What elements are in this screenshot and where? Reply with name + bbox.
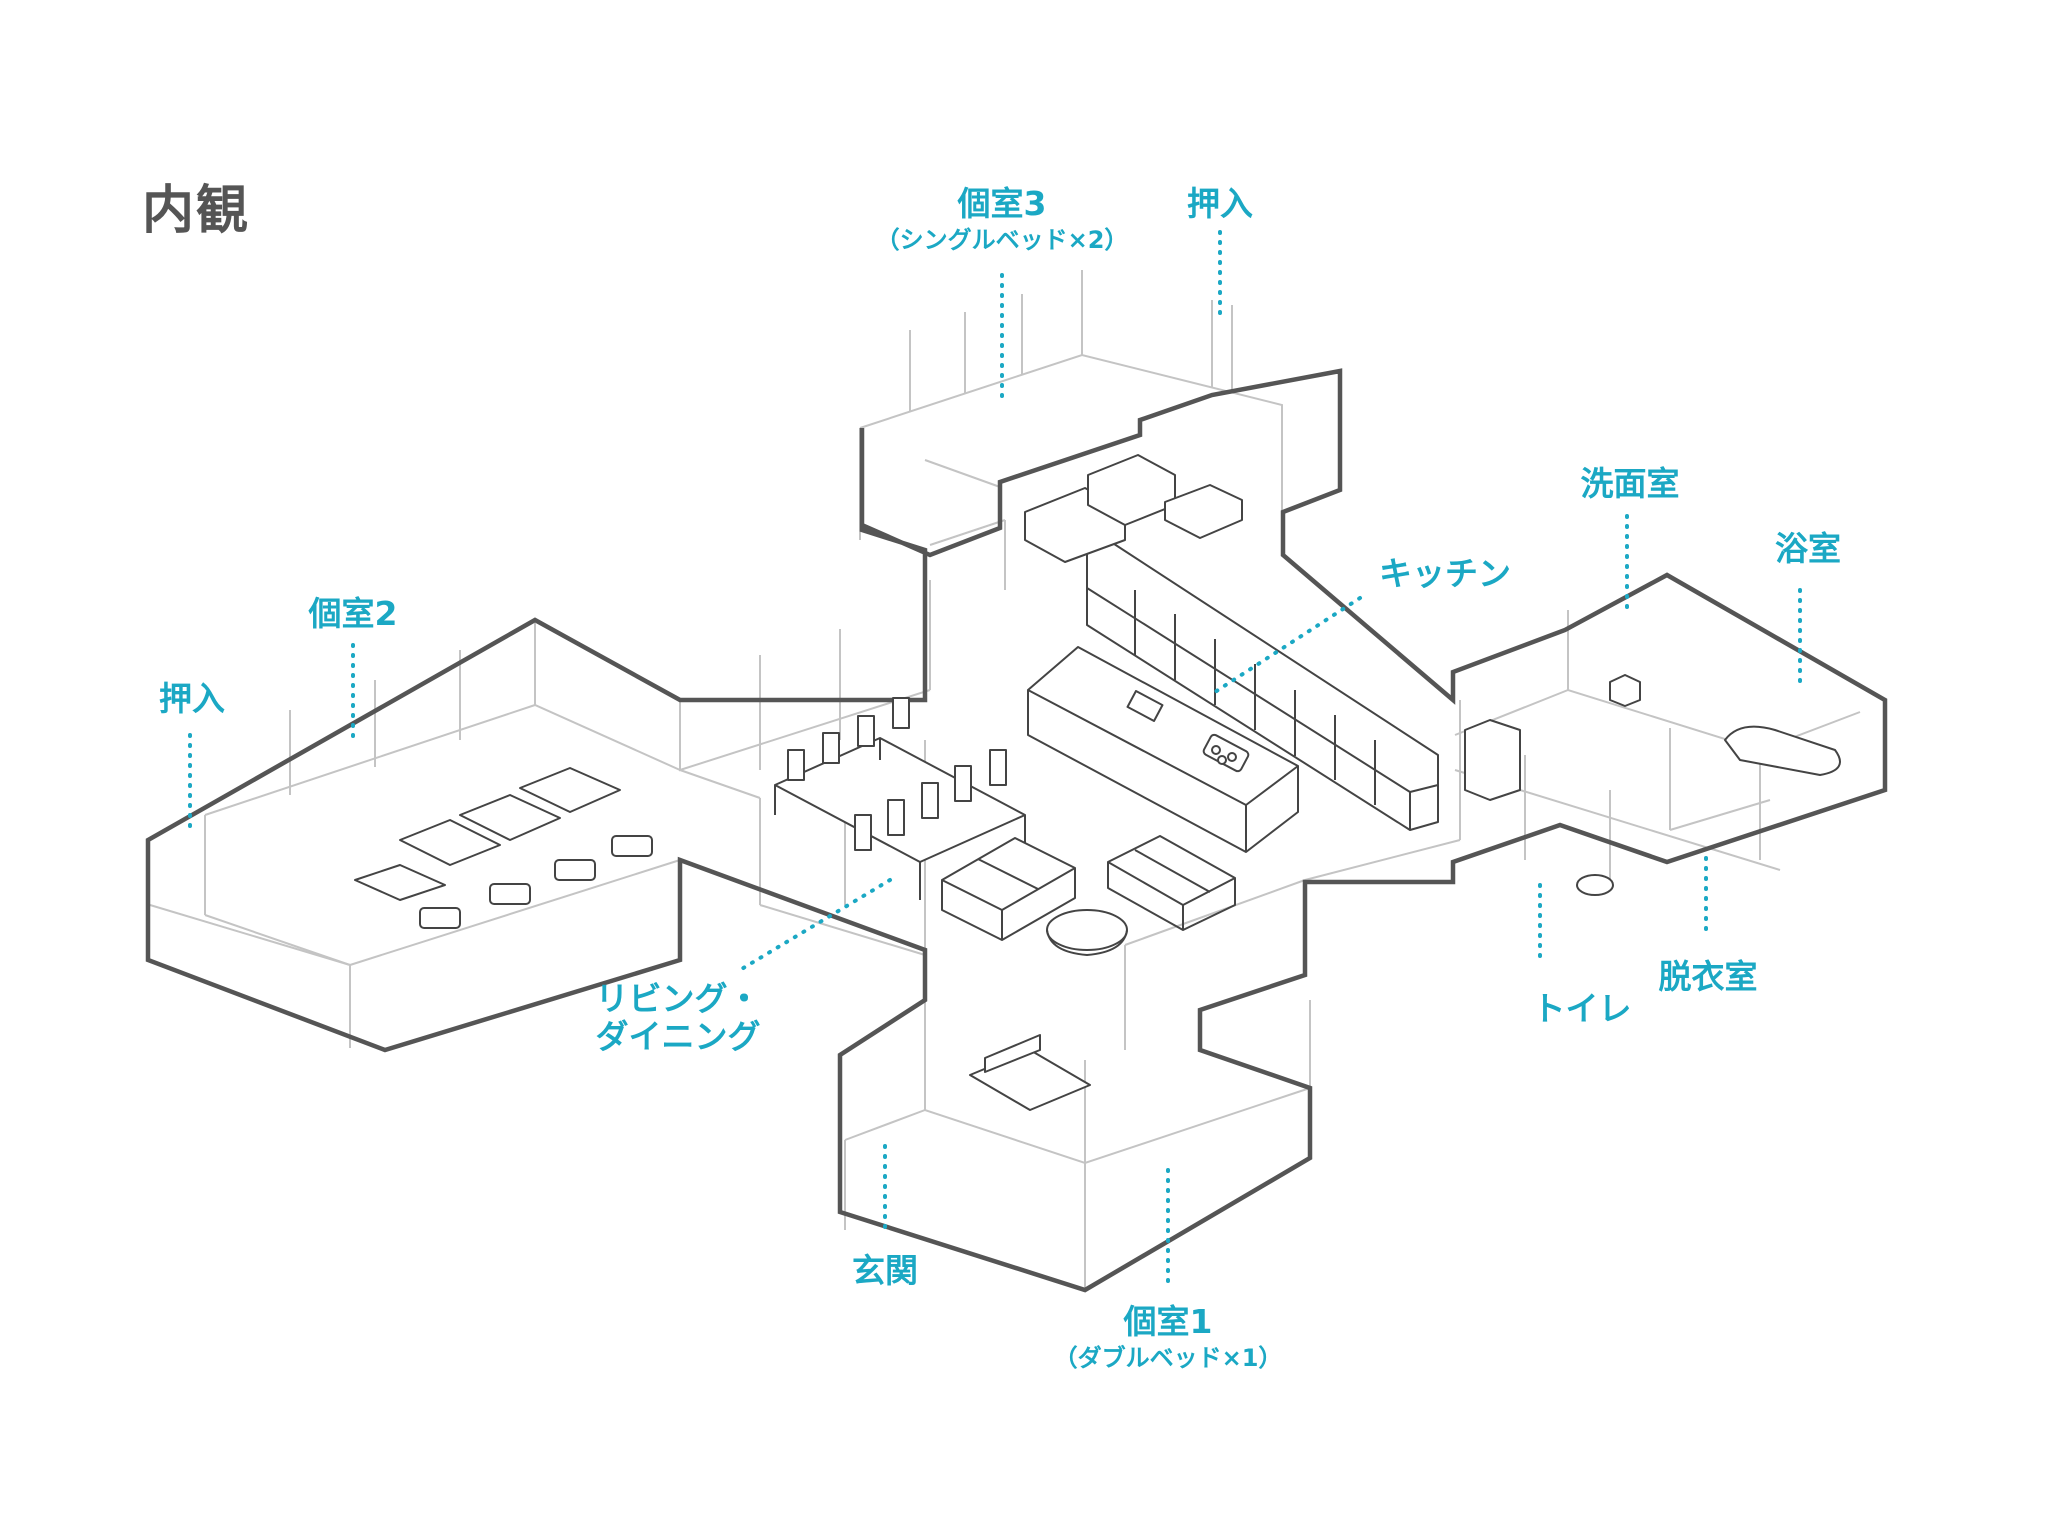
label-washroom: 洗面室 [1580,464,1680,503]
beds-room2 [354,767,621,901]
label-room3-name: 個室3 [957,184,1047,223]
label-kitchen: キッチン [1379,554,1511,593]
label-living-line1: リビング・ [595,979,761,1018]
label-toilet: トイレ [1532,989,1632,1028]
label-living-dining: リビング・ ダイニング [596,980,761,1056]
leader-lines [188,230,1802,1287]
label-room2: 個室2 [308,594,398,633]
exterior-walls [145,368,1888,1293]
label-living-line2: ダイニング [595,1016,761,1056]
toilet [1576,874,1614,896]
bathtub [1724,725,1841,776]
label-bath: 浴室 [1775,529,1841,568]
label-dressing: 脱衣室 [1658,957,1758,996]
label-closet-left: 押入 [159,679,225,718]
label-room1: 個室1 （ダブルベッド×1） [1054,1303,1283,1373]
label-closet-top: 押入 [1187,184,1253,223]
label-entrance: 玄関 [852,1251,918,1290]
label-room3-note: （シングルベッド×2） [875,225,1129,254]
coffee-table [1046,909,1128,951]
label-room1-name: 個室1 [1123,1302,1213,1341]
furniture [354,454,1841,1111]
dining-chairs [787,697,1007,851]
washroom-cabinet [1464,719,1521,801]
label-room1-note: （ダブルベッド×1） [1053,1343,1283,1372]
bedside-tables-room2 [419,835,653,929]
label-room3: 個室3 （シングルベッド×2） [876,185,1129,255]
sink [1609,674,1641,707]
page-title: 内観 [142,181,251,241]
